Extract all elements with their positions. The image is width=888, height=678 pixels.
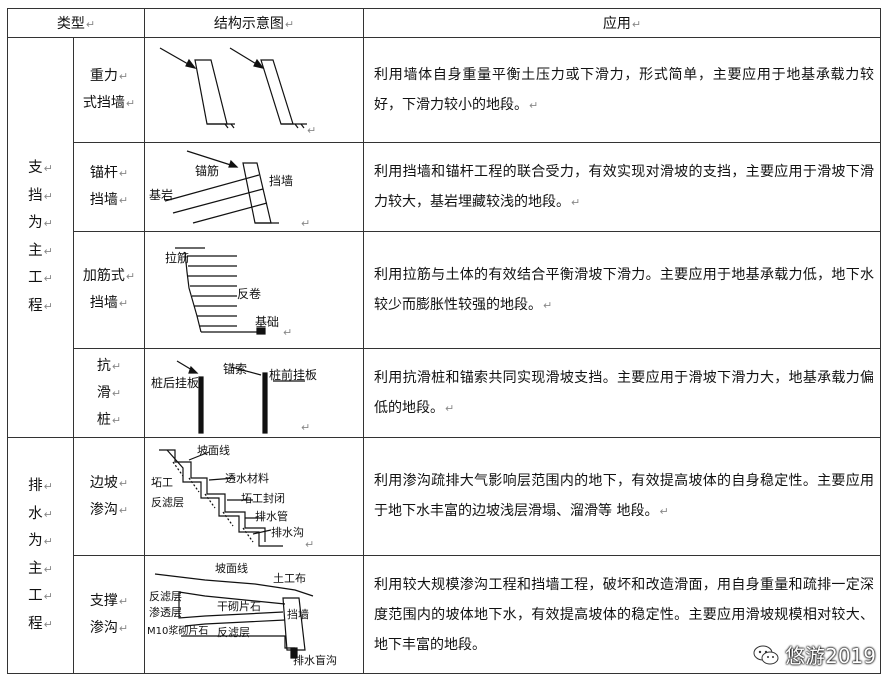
group-label-support: 支↵ 挡↵ 为↵ 主↵ 工↵ 程↵	[7, 37, 74, 438]
slope-trench-diagram: 坡面线 透水材料 坧工 坧工封闭 反滤层 排水管 排水沟 ↵	[151, 443, 314, 551]
svg-text:干砌片石: 干砌片石	[217, 600, 261, 613]
svg-text:坧工封闭: 坧工封闭	[241, 491, 285, 505]
svg-text:↵: ↵	[307, 124, 316, 137]
table-row: 支撑↵ 渗沟↵ 坡面线 土工布 反滤层 干砌片石 渗透层 挡墙	[8, 555, 881, 674]
subtype-reinforced-wall: 加筋式↵ 挡墙↵	[73, 231, 145, 349]
svg-text:桩前挂板: 桩前挂板	[269, 367, 317, 382]
diagram-gravity-wall: ↵	[144, 37, 364, 143]
svg-text:基础: 基础	[255, 315, 279, 329]
svg-text:锚索: 锚索	[223, 361, 247, 376]
anti-slide-pile-diagram: 桩后挂板 锚索 桩前挂板 ↵	[151, 360, 317, 434]
svg-text:坧工: 坧工	[151, 476, 173, 489]
watermark: 悠游2019	[753, 640, 876, 669]
svg-text:反滤层: 反滤层	[217, 626, 250, 639]
svg-text:挡墙: 挡墙	[269, 174, 293, 188]
svg-text:M10浆砌片石: M10浆砌片石	[147, 624, 208, 637]
svg-text:↵: ↵	[301, 217, 310, 230]
svg-text:透水材料: 透水材料	[225, 471, 269, 485]
svg-text:反卷: 反卷	[237, 286, 261, 301]
anchor-wall-diagram: 锚筋 挡墙 基岩 ↵	[149, 150, 310, 230]
diagram-support-trench: 坡面线 土工布 反滤层 干砌片石 渗透层 挡墙 M10浆砌片石 反滤层 排水盲沟	[144, 555, 364, 674]
subtype-anti-slide-pile: 抗↵ 滑↵ 桩↵	[73, 348, 145, 438]
subtype-gravity-wall: 重力↵ 式挡墙↵	[73, 37, 145, 143]
table-row: 抗↵ 滑↵ 桩↵ 桩后挂板 锚索 桩前挂板 ↵ 利用抗滑桩和锚索共同实现滑坡支挡…	[8, 348, 881, 438]
cropped-text-strip	[0, 0, 888, 6]
svg-text:↵: ↵	[305, 538, 314, 551]
application-anchor-wall: 利用挡墙和锚杆工程的联合受力，有效实现对滑坡的支挡，主要应用于滑坡下滑力较大，基…	[363, 142, 881, 232]
header-type: 类型↵	[7, 8, 145, 38]
support-trench-diagram: 坡面线 土工布 反滤层 干砌片石 渗透层 挡墙 M10浆砌片石 反滤层 排水盲沟	[147, 561, 337, 667]
svg-text:拉筋: 拉筋	[165, 250, 189, 265]
subtype-support-trench: 支撑↵ 渗沟↵	[73, 555, 145, 674]
svg-text:锚筋: 锚筋	[195, 163, 219, 178]
svg-text:↵: ↵	[283, 326, 292, 339]
reinforced-wall-diagram: 拉筋 反卷 基础 ↵	[165, 247, 292, 339]
application-reinforced-wall: 利用拉筋与土体的有效结合平衡滑坡下滑力。主要应用于地基承载力低，地下水较少而膨胀…	[363, 231, 881, 349]
svg-text:坡面线: 坡面线	[197, 443, 230, 457]
svg-text:↵: ↵	[301, 421, 310, 434]
table-row: 排↵ 水↵ 为↵ 主↵ 工↵ 程↵ 边坡↵ 渗沟↵	[7, 437, 881, 674]
diagram-slope-trench: 坡面线 透水材料 坧工 坧工封闭 反滤层 排水管 排水沟 ↵	[144, 437, 364, 556]
svg-text:挡墙: 挡墙	[287, 607, 309, 621]
application-anti-slide-pile: 利用抗滑桩和锚索共同实现滑坡支挡。主要应用于滑坡下滑力大，地基承载力偏低的地段。…	[363, 348, 881, 438]
svg-text:反滤层: 反滤层	[149, 590, 182, 603]
diagram-reinforced-wall: 拉筋 反卷 基础 ↵	[144, 231, 364, 349]
svg-text:反滤层: 反滤层	[151, 496, 184, 509]
wechat-icon	[753, 645, 779, 664]
table-row: 支↵ 挡↵ 为↵ 主↵ 工↵ 程↵ 重力↵ 式挡墙↵	[7, 37, 881, 438]
svg-text:排水管: 排水管	[255, 509, 288, 523]
table-row: 锚杆↵ 挡墙↵ 锚筋 挡墙 基岩 ↵ 利用挡墙和锚杆工程的联合受力，有效实现对滑…	[8, 142, 881, 232]
group-label-drainage: 排↵ 水↵ 为↵ 主↵ 工↵ 程↵	[7, 437, 74, 674]
svg-text:坡面线: 坡面线	[215, 561, 248, 575]
application-support-trench: 利用较大规模渗沟工程和挡墙工程，破坏和改造滑面，用自身重量和疏排一定深度范围内的…	[363, 555, 881, 674]
svg-text:排水盲沟: 排水盲沟	[293, 653, 337, 667]
svg-text:土工布: 土工布	[273, 572, 306, 585]
gravity-wall-diagram: ↵	[159, 47, 316, 137]
header-row: 类型↵ 结构示意图↵ 应用↵	[7, 8, 881, 38]
svg-text:排水沟: 排水沟	[271, 525, 304, 539]
svg-text:桩后挂板: 桩后挂板	[151, 375, 199, 390]
subtype-anchor-wall: 锚杆↵ 挡墙↵	[73, 142, 145, 232]
header-application: 应用↵	[363, 8, 881, 38]
svg-text:渗透层: 渗透层	[149, 605, 182, 619]
subtype-slope-trench: 边坡↵ 渗沟↵	[73, 437, 145, 556]
application-gravity-wall: 利用墙体自身重量平衡土压力或下滑力，形式简单，主要应用于地基承载力较好，下滑力较…	[363, 37, 881, 143]
table-row: 加筋式↵ 挡墙↵ 拉筋	[8, 231, 881, 349]
slope-treatment-table: 类型↵ 结构示意图↵ 应用↵ 支↵ 挡↵ 为↵ 主↵ 工↵ 程↵ 重力↵ 式挡墙…	[7, 8, 881, 674]
watermark-text: 悠游2019	[785, 644, 876, 668]
diagram-anti-slide-pile: 桩后挂板 锚索 桩前挂板 ↵	[144, 348, 364, 438]
header-diagram: 结构示意图↵	[144, 8, 364, 38]
application-slope-trench: 利用渗沟疏排大气影响层范围内的地下，有效提高坡体的自身稳定性。主要应用于地下水丰…	[363, 437, 881, 556]
diagram-anchor-wall: 锚筋 挡墙 基岩 ↵	[144, 142, 364, 232]
svg-text:基岩: 基岩	[149, 187, 173, 202]
